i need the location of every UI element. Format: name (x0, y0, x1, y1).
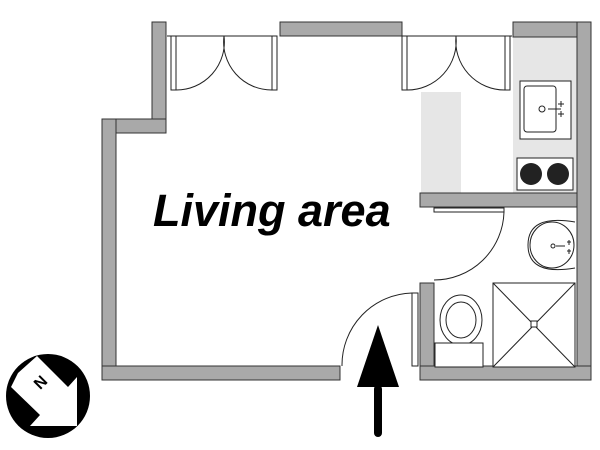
bathroom-sink-icon (527, 219, 576, 271)
wall-segment (576, 21, 592, 381)
toilet-icon (434, 294, 484, 368)
north-compass-icon: N (6, 354, 90, 438)
window-door-left (167, 35, 278, 91)
bathroom-door (433, 207, 505, 281)
kitchen-sink-icon (519, 80, 572, 140)
wall-segment (419, 282, 435, 381)
window-door-right (401, 35, 512, 91)
room-label-living-area: Living area (153, 185, 391, 236)
wall-segment (151, 21, 167, 134)
wall-segment (419, 365, 592, 381)
shower-icon (492, 282, 576, 368)
wall-segment (101, 365, 341, 381)
kitchen-cabinet (421, 92, 461, 193)
stove-icon (516, 157, 574, 191)
entrance-arrow-icon (357, 325, 399, 437)
wall-segment (101, 118, 117, 381)
entry-door (341, 292, 419, 367)
wall-segment (279, 21, 403, 37)
wall-segment (419, 192, 578, 208)
walls (101, 21, 592, 381)
